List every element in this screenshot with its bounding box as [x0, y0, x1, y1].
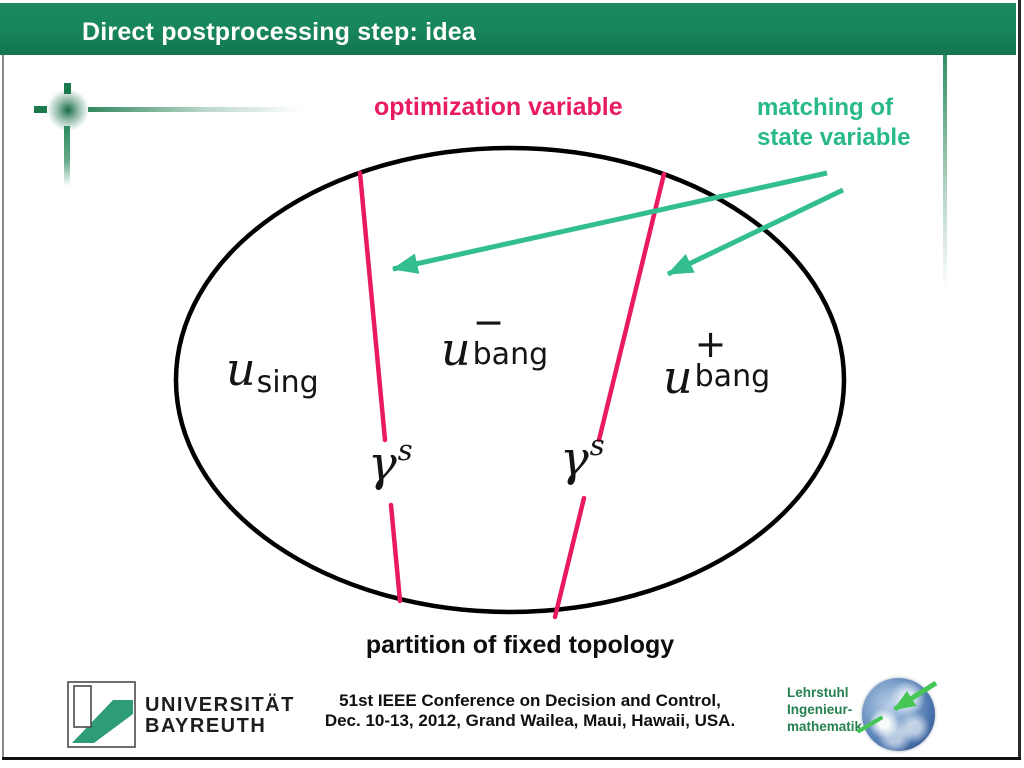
- matching-label-line2: state variable: [757, 124, 911, 151]
- crosshair-left-dash: [34, 106, 47, 113]
- u-bang-minus-superscript: −: [472, 300, 505, 344]
- crosshair-glow-icon: [46, 88, 90, 132]
- university-name: UNIVERSITÄT BAYREUTH: [145, 695, 295, 737]
- u-bang-minus-label: u − bang: [441, 300, 549, 376]
- conference-line2: Dec. 10-13, 2012, Grand Wailea, Maui, Ha…: [324, 711, 736, 730]
- u-bang-minus-subscript: bang: [472, 336, 549, 372]
- earth-arrow-icon: [857, 680, 938, 733]
- slide-title: Direct postprocessing step: idea: [82, 18, 476, 46]
- u-sing-subscript: sing: [256, 365, 319, 400]
- matching-label-line1: matching of: [757, 94, 893, 121]
- matching-arrow-left: [391, 170, 828, 274]
- u-sing-base: u: [226, 342, 256, 396]
- gamma-s-right-label: γ s: [560, 431, 605, 487]
- header-drop-line: [943, 55, 947, 290]
- header-bar: Direct postprocessing step: idea: [0, 3, 1016, 55]
- logo-green-stripe: [72, 700, 133, 743]
- switching-curve-right: [552, 171, 667, 620]
- crosshair-top-dash: [64, 83, 71, 94]
- u-bang-minus-base: u: [441, 322, 471, 376]
- chair-line3: mathematik: [787, 719, 863, 734]
- conference-line1: 51st IEEE Conference on Decision and Con…: [339, 691, 721, 710]
- gamma-right-base: γ: [560, 431, 589, 487]
- gamma-left-base: γ: [368, 436, 397, 492]
- diagram-caption: partition of fixed topology: [365, 631, 675, 659]
- u-sing-label: u sing: [226, 342, 319, 398]
- gamma-s-left-label: γ s: [368, 436, 413, 492]
- gamma-right-superscript: s: [589, 428, 605, 462]
- u-bang-plus-subscript: bang: [694, 358, 771, 394]
- topology-ellipse: [173, 145, 847, 615]
- u-bang-plus-label: u + bang: [663, 322, 771, 404]
- logo-white-bar: [73, 685, 92, 728]
- university-name-line1: UNIVERSITÄT: [145, 694, 295, 716]
- crosshair-vertical-line: [64, 126, 70, 186]
- chair-line1: Lehrstuhl: [787, 685, 849, 700]
- conference-credit: 51st IEEE Conference on Decision and Con…: [300, 691, 760, 731]
- right-border-line: [1018, 0, 1021, 760]
- gamma-left-superscript: s: [397, 433, 413, 467]
- crosshair-horizontal-line: [88, 107, 302, 112]
- matching-state-variable-label: matching of state variable: [757, 93, 910, 153]
- chair-name: Lehrstuhl Ingenieur- mathematik: [787, 684, 862, 735]
- left-border-line: [2, 55, 4, 757]
- chair-line2: Ingenieur-: [787, 702, 853, 717]
- university-name-line2: BAYREUTH: [145, 715, 267, 737]
- u-bang-plus-base: u: [663, 350, 693, 404]
- universitaet-bayreuth-logo: [67, 681, 136, 748]
- optimization-variable-label: optimization variable: [374, 93, 623, 121]
- u-bang-plus-superscript: +: [694, 322, 727, 366]
- switching-curve-left: [357, 170, 403, 604]
- matching-arrow-right: [666, 187, 845, 277]
- bottom-border-line: [2, 757, 1021, 760]
